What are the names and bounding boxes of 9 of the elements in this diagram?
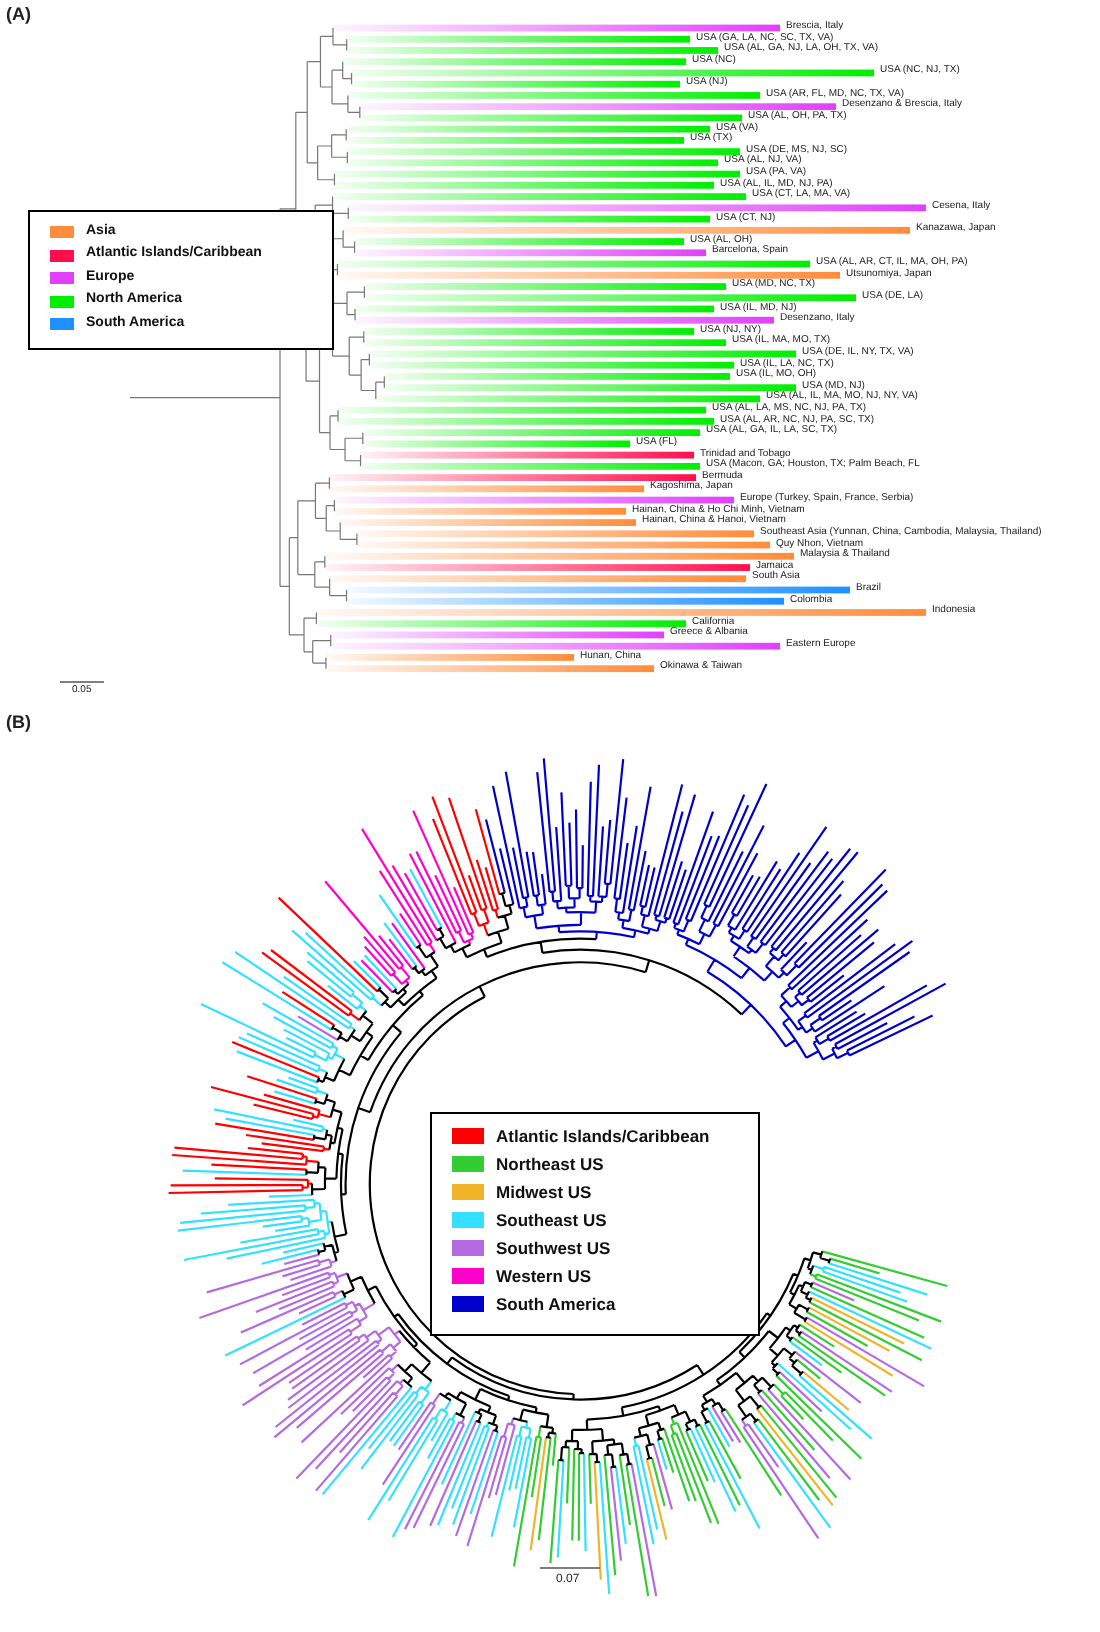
legend-label: Southeast US: [496, 1209, 607, 1231]
legend-label: Midwest US: [496, 1181, 592, 1203]
legend-label: South America: [496, 1293, 616, 1315]
panel-label: (B): [6, 712, 31, 733]
panel-label: (A): [6, 4, 31, 25]
legend-label: Atlantic Islands/Caribbean: [496, 1125, 710, 1147]
legend-label: Southwest US: [496, 1237, 611, 1259]
legend-label: Western US: [496, 1265, 592, 1287]
legend-label: Northeast US: [496, 1153, 604, 1175]
